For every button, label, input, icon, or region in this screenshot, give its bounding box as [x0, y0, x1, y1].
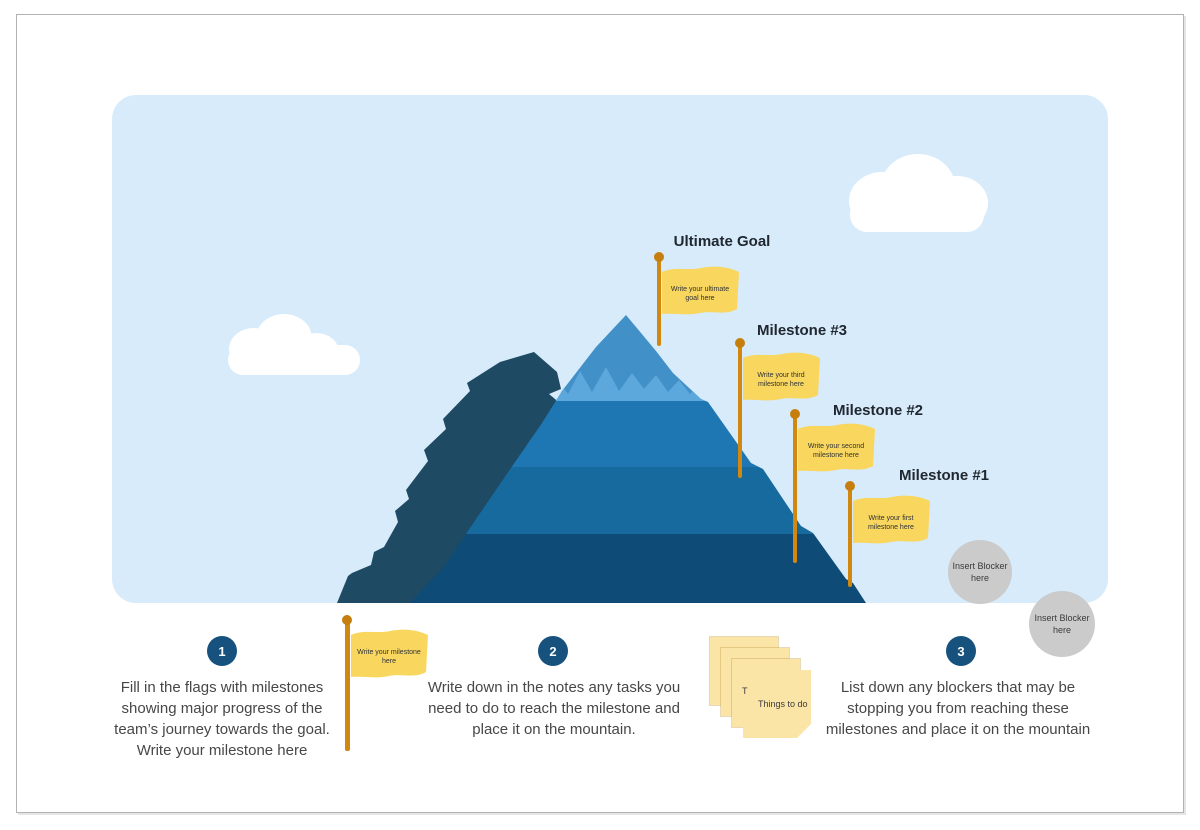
cloud-large	[849, 154, 988, 232]
flag-pole	[657, 256, 661, 346]
mountain-scene	[228, 154, 988, 603]
step-1-badge: 1	[207, 636, 237, 666]
flag-pole	[848, 485, 852, 587]
flag-pole	[738, 342, 742, 478]
step-2-text: Write down in the notes any tasks you ne…	[427, 679, 681, 738]
flag-pole-cap	[790, 409, 800, 419]
flag-pole-cap	[735, 338, 745, 348]
flag-cloth	[853, 495, 930, 544]
step-3-text: List down any blockers that may be stopp…	[825, 679, 1091, 738]
flag-cloth	[743, 352, 820, 401]
flag-pole-cap	[342, 615, 352, 625]
ultimate-goal-title[interactable]: Ultimate Goal	[673, 233, 771, 250]
flag-label[interactable]: Write your second milestone here	[807, 443, 865, 459]
step-3-badge: 3	[946, 636, 976, 666]
blocker-circle-1[interactable]: Insert Blocker here	[948, 540, 1012, 604]
blocker-circle-2[interactable]: Insert Blocker here	[1029, 591, 1095, 657]
step-1-text: Fill in the flags with milestones showin…	[114, 679, 330, 759]
milestone-1-title[interactable]: Milestone #1	[898, 467, 990, 484]
flag-cloth	[798, 423, 875, 472]
flag-label[interactable]: Write your ultimate goal here	[670, 286, 730, 302]
milestone-2-title[interactable]: Milestone #2	[832, 402, 924, 419]
flag-label[interactable]: Write your first milestone here	[868, 515, 914, 531]
flag-pole-cap	[845, 481, 855, 491]
snow-zigzag	[552, 367, 708, 401]
flag-label[interactable]: Write your milestone here	[357, 649, 421, 665]
flag-pole-cap	[654, 252, 664, 262]
step-2-badge: 2	[538, 636, 568, 666]
flag-label[interactable]: Write your third milestone here	[757, 372, 805, 388]
flag-cloth	[351, 629, 428, 678]
sky-background	[112, 95, 1108, 603]
sticky-note-label: Things to do	[758, 699, 808, 709]
mountain-band-lower	[410, 534, 866, 603]
flag-pole	[793, 413, 797, 563]
milestone-3-title[interactable]: Milestone #3	[756, 322, 848, 339]
flag-pole	[345, 620, 350, 751]
sticky-note-short-label: T	[742, 686, 748, 696]
sticky-note-front[interactable]	[743, 670, 811, 738]
flag-cloth	[662, 266, 739, 315]
cloud-small	[228, 314, 360, 375]
